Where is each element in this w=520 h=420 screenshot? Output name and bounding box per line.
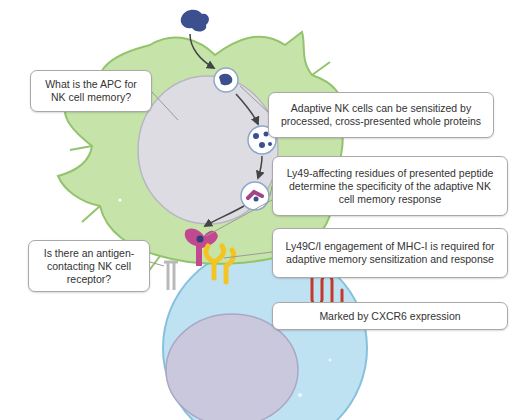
callout-text: Ly49-affecting residues of presented pep… (280, 167, 500, 206)
leader-line (152, 92, 178, 120)
protein-fragment (268, 142, 272, 146)
callout-box: Ly49-affecting residues of presented pep… (272, 156, 508, 216)
ly49-receptor (206, 246, 224, 278)
callout-text: What is the APC for NK cell memory? (38, 78, 144, 104)
callout-box: Marked by CXCR6 expression (272, 302, 508, 330)
dc-nucleus (138, 76, 278, 224)
callout-box: What is the APC for NK cell memory? (30, 70, 152, 112)
callout-text: Ly49C/I engagement of MHC-I is required … (280, 240, 500, 266)
callout-box: Adaptive NK cells can be sensitized by p… (268, 92, 494, 138)
cell-speck (298, 393, 302, 397)
cell-speck (118, 198, 121, 201)
processing-arrow (236, 94, 258, 124)
callout-text: Adaptive NK cells can be sensitized by p… (276, 102, 486, 128)
uptake-arrow (190, 34, 214, 68)
processing-arrow (258, 156, 262, 178)
protein-fragment (253, 133, 259, 139)
callout-text: Is there an antigen-contacting NK cell r… (36, 247, 142, 286)
unknown-receptor (164, 262, 178, 290)
leader-line (224, 252, 272, 258)
callout-text: Marked by CXCR6 expression (280, 310, 500, 323)
peptide (254, 197, 259, 202)
callout-box: Ly49C/I engagement of MHC-I is required … (272, 228, 508, 278)
whole-protein (181, 10, 209, 32)
cell-speck (329, 359, 332, 362)
protein-fragment (259, 142, 265, 148)
endosome (241, 182, 269, 210)
endosome-protein (219, 74, 232, 85)
ly49-receptor (226, 250, 234, 282)
endosome (214, 68, 238, 92)
leader-line (240, 86, 268, 112)
leader-line (150, 262, 164, 266)
callout-box: Is there an antigen-contacting NK cell r… (28, 240, 150, 292)
leader-line (206, 200, 272, 236)
presentation-arrow (205, 206, 244, 226)
presented-peptide (197, 236, 204, 243)
